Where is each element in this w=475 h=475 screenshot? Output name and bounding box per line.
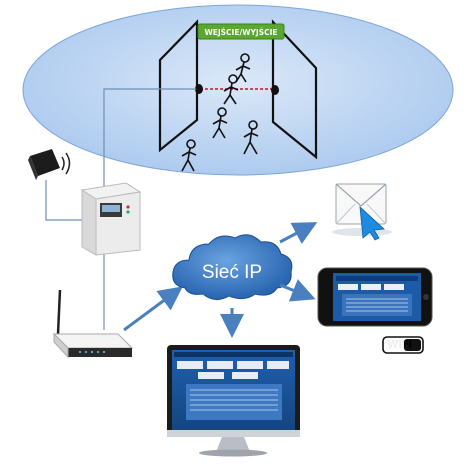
person-icon: [212, 107, 228, 139]
wifi-logo: [382, 336, 424, 354]
beam-receiver-icon: [271, 85, 279, 95]
person-icon: [235, 53, 251, 83]
people-figures: [181, 53, 259, 172]
ip-network-cloud: Sieć IP: [172, 234, 293, 300]
beam-emitter-icon: [195, 84, 203, 94]
wifi-logo-label: WiFi: [387, 339, 412, 351]
counter-controller-box-icon: [80, 182, 142, 256]
desktop-monitor-icon: [167, 345, 300, 457]
ir-sensor-icon: [28, 149, 71, 180]
ir-sensor-cable: [45, 180, 82, 221]
router-to-cloud-arrow: [123, 286, 183, 332]
cloud-to-phone-arrow: [279, 279, 316, 302]
email-envelope-icon: [332, 183, 392, 241]
person-icon: [223, 74, 239, 105]
person-icon: [243, 120, 259, 155]
entrance-exit-badge: WEJŚCIE/WYJŚCIE: [197, 23, 285, 40]
entrance-exit-label: WEJŚCIE/WYJŚCIE: [204, 28, 277, 37]
smartphone-icon: [317, 267, 433, 327]
person-icon: [181, 139, 197, 172]
wireless-router-icon: [52, 289, 134, 359]
ip-network-label: Sieć IP: [202, 262, 262, 283]
mouse-cursor-icon: [359, 206, 385, 241]
cloud-to-email-arrow: [279, 222, 318, 245]
sensor-cable: [103, 88, 196, 186]
